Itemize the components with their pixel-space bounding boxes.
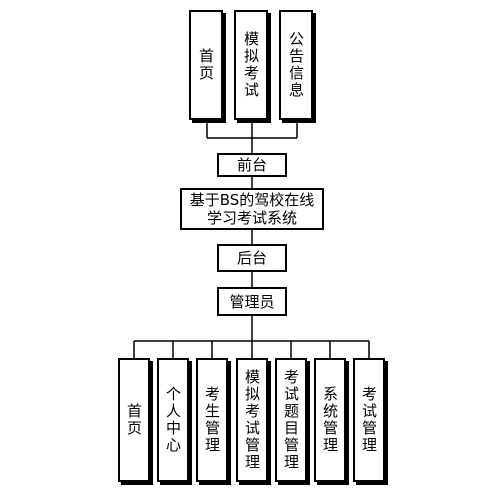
back-node-student-management: 考生管理 (196, 358, 228, 482)
back-node-home-label: 首页 (125, 403, 143, 437)
back-node-exam-management-label: 考试管理 (360, 386, 378, 454)
back-node-mock-exam-management-label: 模拟考试管理 (243, 369, 261, 471)
back-node-label: 后台 (236, 249, 267, 267)
front-node-notice-label: 公告信息 (287, 31, 305, 99)
front-node-home-label: 首页 (197, 48, 215, 82)
back-node-home: 首页 (118, 358, 150, 482)
back-node-personal-center-label: 个人中心 (164, 386, 182, 454)
system-node: 基于BS的驾校在线 学习考试系统 (180, 188, 324, 230)
back-node: 后台 (217, 244, 287, 272)
system-title-line2: 学习考试系统 (206, 209, 297, 227)
system-title-line1: 基于BS的驾校在线 (189, 191, 315, 209)
back-node-personal-center: 个人中心 (157, 358, 189, 482)
admin-node-label: 管理员 (229, 292, 275, 311)
back-node-exam-management: 考试管理 (353, 358, 385, 482)
front-node-label: 前台 (236, 156, 267, 174)
back-node-question-management-label: 考试题目管理 (282, 369, 300, 471)
back-node-mock-exam-management: 模拟考试管理 (236, 358, 268, 482)
back-node-student-management-label: 考生管理 (203, 386, 221, 454)
front-node: 前台 (217, 153, 287, 177)
back-node-system-management-label: 系统管理 (321, 386, 339, 454)
front-node-home: 首页 (189, 10, 223, 120)
back-node-question-management: 考试题目管理 (275, 358, 307, 482)
front-node-notice: 公告信息 (279, 10, 313, 120)
admin-node: 管理员 (217, 287, 287, 316)
back-node-system-management: 系统管理 (314, 358, 346, 482)
front-node-mock-exam: 模拟考试 (234, 10, 268, 120)
front-node-mock-exam-label: 模拟考试 (242, 31, 260, 99)
